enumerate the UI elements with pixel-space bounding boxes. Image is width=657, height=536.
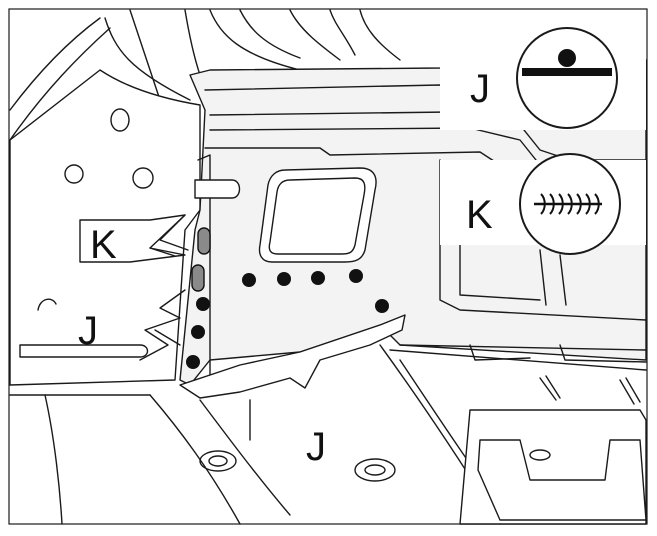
callout-leaders <box>79 214 189 361</box>
legend-item-seam-weld: K <box>440 153 646 255</box>
legend-letter-j: J <box>470 67 490 111</box>
spot-weld-mark <box>242 273 256 287</box>
legend-item-spot-weld: J <box>440 27 646 130</box>
callout-label-j: J <box>78 309 98 353</box>
background-structure <box>9 9 647 525</box>
spot-weld-mark <box>186 355 200 369</box>
callout-label-j-bottom: J <box>306 425 326 469</box>
spot-weld-mark <box>191 325 205 339</box>
spot-weld-symbol-icon <box>516 27 618 129</box>
spot-weld-mark <box>349 269 363 283</box>
seam-weld-mark <box>197 227 211 255</box>
welds <box>186 227 389 369</box>
seam-weld-hatching <box>534 193 602 215</box>
spot-weld-mark <box>196 297 210 311</box>
spot-weld-mark <box>277 272 291 286</box>
seam-weld-mark <box>191 264 205 292</box>
spot-weld-mark <box>375 299 389 313</box>
sill-panel <box>179 59 647 399</box>
callout-label-k: K <box>90 223 117 267</box>
spot-weld-mark <box>311 271 325 285</box>
legend-letter-k: K <box>466 193 493 237</box>
